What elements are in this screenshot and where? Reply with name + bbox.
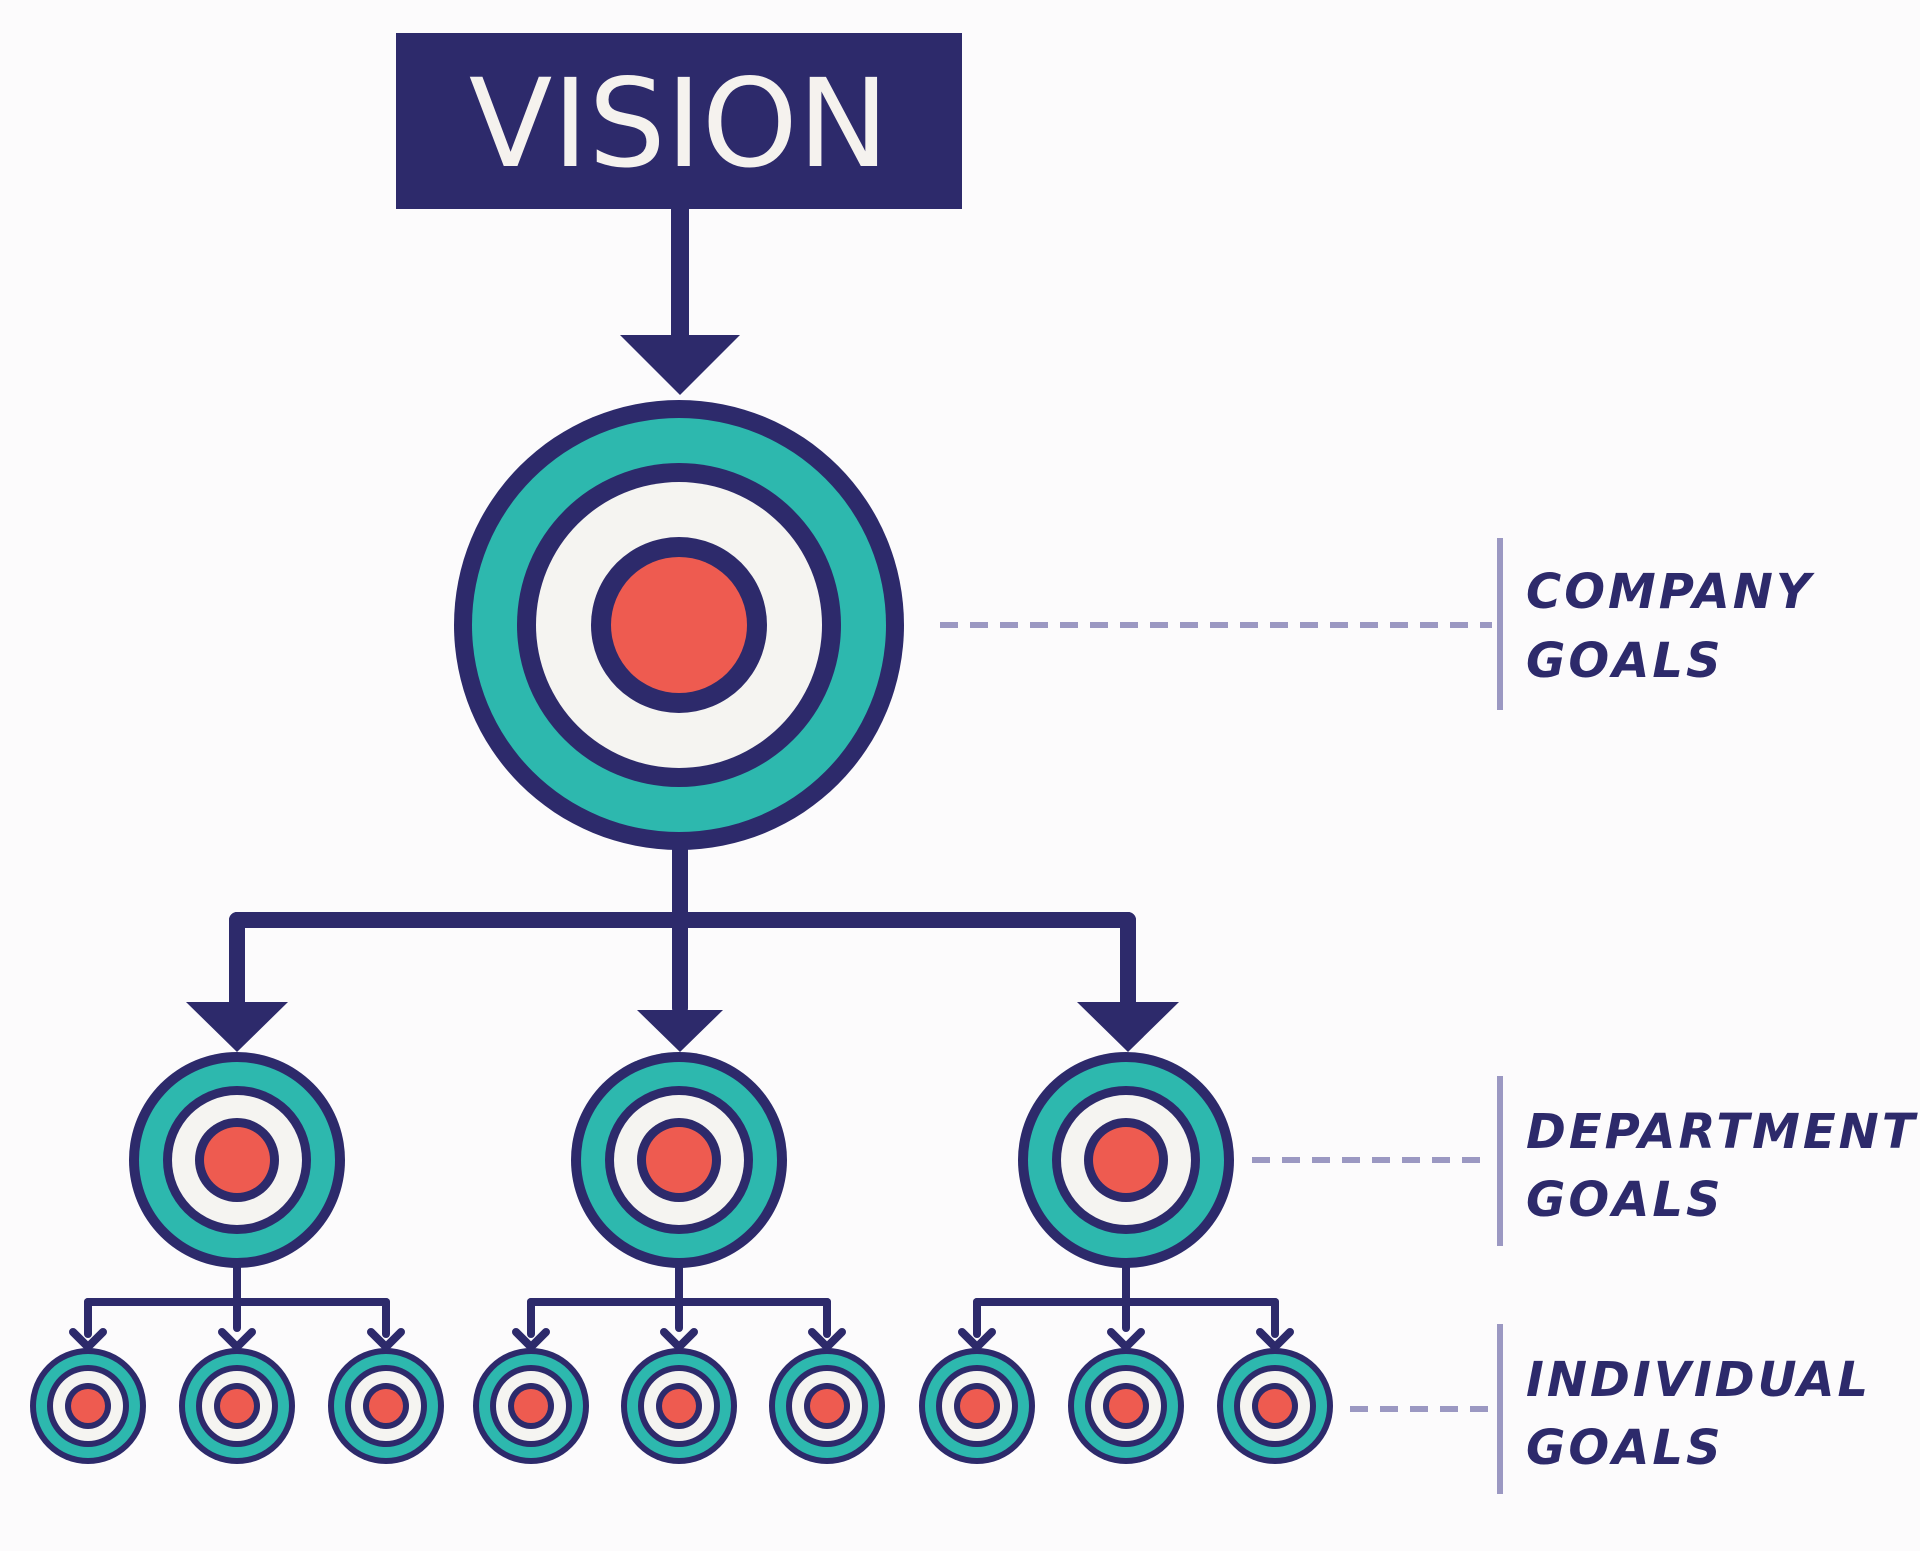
department-target <box>571 1052 787 1268</box>
ind-arrowhead-1a <box>69 1328 107 1351</box>
individual-label-line-1: INDIVIDUAL <box>1526 1352 1871 1408</box>
department-target <box>1018 1052 1234 1268</box>
ind-arrowhead-3a <box>958 1328 996 1351</box>
individual-label-line-2: GOALS <box>1526 1420 1724 1476</box>
department-label-line-2: GOALS <box>1526 1172 1724 1228</box>
ind-arrowhead-3b <box>1107 1328 1145 1351</box>
level-labels: COMPANY GOALS DEPARTMENT GOALS INDIVIDUA… <box>1526 564 1918 1476</box>
connectors <box>69 196 1294 1351</box>
ind-arrowhead-1c <box>367 1328 405 1351</box>
company-label-line-2: GOALS <box>1526 633 1724 689</box>
dept-arrowhead-1 <box>186 1002 288 1052</box>
department-label-line-1: DEPARTMENT <box>1526 1104 1918 1160</box>
vision-box: VISION <box>396 33 962 209</box>
individual-target <box>30 1348 146 1464</box>
ind-arrowhead-2c <box>808 1328 846 1351</box>
individual-target <box>1068 1348 1184 1464</box>
individual-target <box>919 1348 1035 1464</box>
vision-title: VISION <box>469 53 889 195</box>
dept-arrowhead-2 <box>637 1010 723 1052</box>
individual-target <box>1217 1348 1333 1464</box>
department-target <box>129 1052 345 1268</box>
vision-arrowhead <box>620 335 740 395</box>
targets <box>30 400 1333 1464</box>
ind-arrowhead-2b <box>660 1328 698 1351</box>
individual-target <box>473 1348 589 1464</box>
ind-arrowhead-3c <box>1256 1328 1294 1351</box>
level-guides <box>940 538 1503 1494</box>
ind-arrowhead-1b <box>218 1328 256 1351</box>
individual-target <box>769 1348 885 1464</box>
company-label-line-1: COMPANY <box>1526 564 1815 620</box>
individual-target <box>621 1348 737 1464</box>
dept-arrowhead-3 <box>1077 1002 1179 1052</box>
individual-target <box>328 1348 444 1464</box>
individual-target <box>179 1348 295 1464</box>
ind-arrowhead-2a <box>512 1328 550 1351</box>
company-target <box>454 400 904 850</box>
